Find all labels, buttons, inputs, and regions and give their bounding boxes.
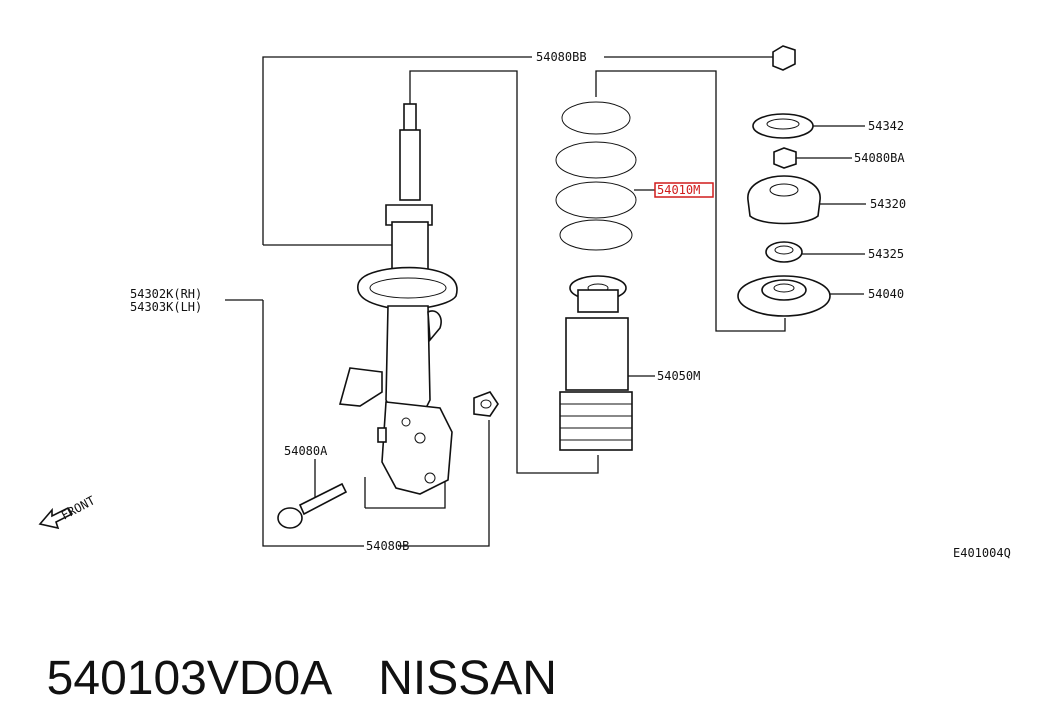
label-54342: 54342 bbox=[868, 119, 904, 133]
label-front: FRONT bbox=[59, 493, 97, 522]
label-54080BB: 54080BB bbox=[536, 50, 587, 64]
leader-lines bbox=[225, 56, 866, 547]
label-54303K-lh: 54303K(LH) bbox=[130, 300, 202, 314]
caption: 540103VD0A NISSAN bbox=[20, 596, 557, 706]
washer-54342 bbox=[752, 113, 814, 139]
label-54010M: 54010M bbox=[657, 183, 700, 197]
coil-spring bbox=[555, 101, 637, 251]
label-54040: 54040 bbox=[868, 287, 904, 301]
label-54320: 54320 bbox=[870, 197, 906, 211]
label-54080B: 54080B bbox=[366, 539, 409, 553]
label-54080A: 54080A bbox=[284, 444, 328, 458]
diagram-code: E401004Q bbox=[953, 546, 1011, 560]
spring-highlight-box bbox=[654, 182, 714, 198]
nut-54080BA bbox=[773, 147, 797, 169]
mount-54320 bbox=[747, 175, 821, 225]
brand-name: NISSAN bbox=[378, 652, 557, 705]
parts-diagram: 54080BB 54302K(RH) 54303K(LH) 54010M 543… bbox=[38, 45, 1011, 560]
label-54050M: 54050M bbox=[657, 369, 700, 383]
label-54325: 54325 bbox=[868, 247, 904, 261]
bearing-54325 bbox=[765, 241, 803, 263]
label-54302K-rh: 54302K(RH) bbox=[130, 287, 202, 301]
strut-assembly bbox=[338, 103, 458, 495]
bump-stop bbox=[559, 275, 633, 451]
seat-54040 bbox=[737, 275, 831, 317]
bolt-set-nut bbox=[473, 391, 499, 417]
front-arrow-icon bbox=[38, 506, 74, 530]
part-number: 540103VD0A bbox=[46, 652, 333, 705]
label-54080BA: 54080BA bbox=[854, 151, 905, 165]
top-nut bbox=[772, 45, 796, 71]
bolt-54080A bbox=[277, 482, 348, 529]
